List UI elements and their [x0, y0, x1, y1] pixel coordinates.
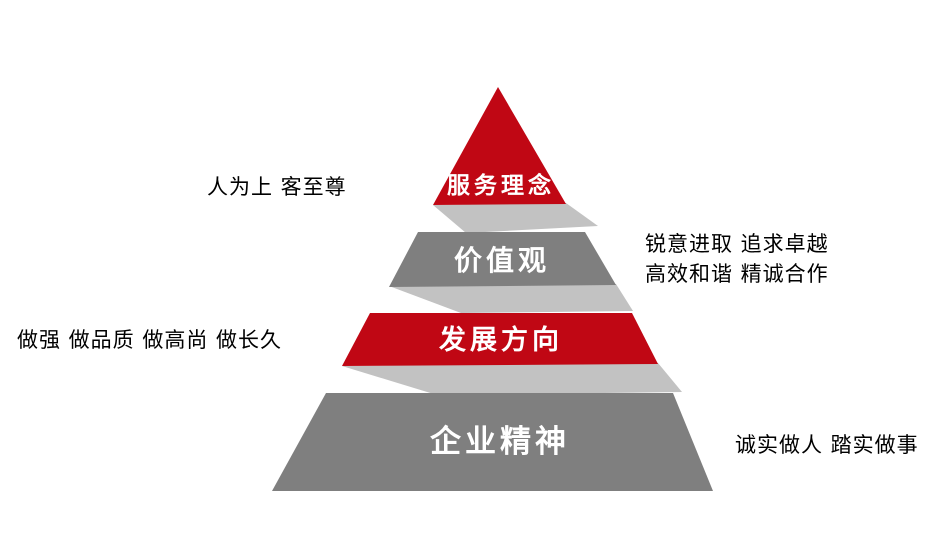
level-3-shadow	[342, 363, 682, 395]
level-1-shadow	[433, 203, 598, 233]
pyramid-level-1-label: 服务理念	[447, 172, 555, 199]
annotation-development-direction: 做强 做品质 做高尚 做长久	[17, 328, 283, 352]
pyramid-level-3-label: 发展方向	[438, 324, 563, 356]
pyramid-level-1-shape	[433, 87, 566, 205]
annotation-values-line1: 锐意进取 追求卓越	[645, 232, 829, 256]
annotation-values: 锐意进取 追求卓越 高效和谐 精诚合作	[645, 229, 829, 289]
pyramid-level-4-label: 企业精神	[430, 424, 570, 460]
pyramid-level-4-shape	[272, 393, 713, 491]
annotation-service-concept: 人为上 客至尊	[207, 175, 347, 199]
annotation-values-line2: 高效和谐 精诚合作	[645, 262, 829, 286]
pyramid-level-2-label: 价值观	[454, 244, 550, 277]
level-2-shadow	[389, 284, 633, 313]
pyramid-level-3-shape	[342, 313, 658, 366]
pyramid-level-2-shape	[389, 232, 616, 287]
annotation-enterprise-spirit: 诚实做人 踏实做事	[735, 433, 919, 457]
